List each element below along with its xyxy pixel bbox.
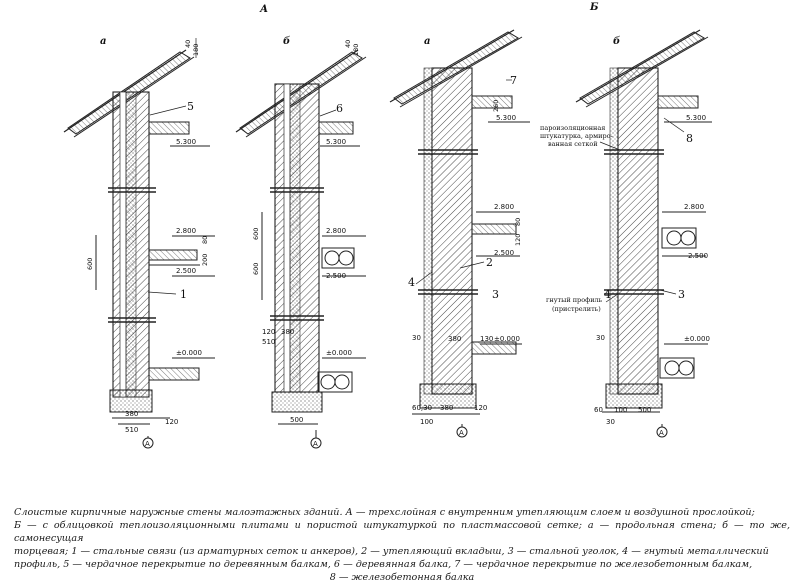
callout-7: 7	[510, 74, 517, 87]
level-5300-b: 5.300	[326, 138, 346, 146]
section-a-longitudinal	[63, 38, 215, 449]
level-5300-d: 5.300	[686, 114, 706, 122]
dim-30-c: 30	[412, 334, 421, 342]
dim-120-b: 120	[262, 328, 275, 336]
roof-dim-1a: 40	[184, 40, 192, 48]
dim-500-d: 500	[638, 406, 651, 414]
dim-80-c: 80	[514, 218, 522, 226]
dim-200-a: 200	[201, 254, 209, 266]
roof-dim-2a: 40	[344, 40, 352, 48]
dim-6030: 60,30	[412, 404, 432, 412]
dim-60-d: 60	[594, 406, 603, 414]
level-2500-b: 2.500	[326, 272, 346, 280]
roof-dim-1b: 180	[192, 44, 200, 56]
axis-a-1: А	[145, 440, 150, 448]
level-5300-c: 5.300	[496, 114, 516, 122]
sublabel-b-2: б	[613, 36, 620, 47]
dim-120-c: 120	[514, 234, 522, 246]
note-vapor-3: ванная сеткой	[548, 140, 598, 148]
callout-2: 2	[486, 256, 493, 269]
callout-6: 6	[336, 102, 343, 115]
dim-100-c: 100	[420, 418, 433, 426]
level-0000-a: ±0.000	[176, 349, 202, 357]
header-group-a: А	[259, 4, 268, 15]
dim-380-a: 380	[125, 410, 138, 418]
dim-510-b: 510	[262, 338, 275, 346]
dim-380-c2: 380	[440, 404, 453, 412]
header-group-b: Б	[589, 2, 599, 13]
dim-120-a: 120	[165, 418, 178, 426]
figure-caption: Слоистые кирпичные наружные стены малоэт…	[14, 506, 790, 584]
level-2800-c: 2.800	[494, 203, 514, 211]
dim-380-c: 380	[448, 335, 461, 343]
note-profile-2: (пристрелить)	[552, 305, 601, 313]
roof-dim-2b: 180	[352, 44, 360, 56]
axis-a-3: А	[459, 429, 464, 437]
dim-600-b: 600	[252, 263, 260, 275]
dim-900-b: 600	[252, 228, 260, 240]
level-2500-a: 2.500	[176, 267, 196, 275]
axis-a-4: А	[659, 429, 664, 437]
callout-3: 3	[492, 288, 499, 301]
dim-100-d: 100	[614, 406, 627, 414]
callout-4-right: 4	[604, 288, 611, 301]
dim-260: 260	[492, 100, 500, 112]
dim-80-a: 80	[201, 236, 209, 244]
level-2500-d: 2.500	[688, 252, 708, 260]
caption-line-5: 8 — железобетонная балка	[329, 572, 475, 583]
dim-600-a: 600	[86, 258, 94, 270]
note-profile-1: гнутый профиль	[546, 296, 603, 304]
sublabel-b-1: б	[283, 36, 290, 47]
level-2800-d: 2.800	[684, 203, 704, 211]
section-a-self-supporting	[235, 49, 367, 449]
dim-30-d2: 30	[606, 418, 615, 426]
dim-510-a: 510	[125, 426, 138, 434]
level-0000-b: ±0.000	[326, 349, 352, 357]
axis-a-2: А	[313, 440, 318, 448]
level-5300-a: 5.300	[176, 138, 196, 146]
level-0000-d: ±0.000	[684, 335, 710, 343]
level-2500-c: 2.500	[494, 249, 514, 257]
callout-8: 8	[686, 132, 693, 145]
callout-5: 5	[187, 100, 194, 113]
wall-sections-drawing: А Б а б а б	[63, 2, 712, 449]
dim-130-c: 130	[480, 335, 493, 343]
section-b-longitudinal	[389, 29, 530, 438]
dim-380-b: 380	[281, 328, 294, 336]
caption-line-4: профиль, 5 — чердачное перекрытие по дер…	[14, 559, 753, 570]
level-2800-a: 2.800	[176, 227, 196, 235]
level-2800-b: 2.800	[326, 227, 346, 235]
level-0000-c: ±0.000	[494, 335, 520, 343]
caption-line-2: Б — с облицовкой теплоизоляционными плит…	[14, 520, 790, 544]
callout-4-left: 4	[408, 276, 415, 289]
note-vapor-1: пароизоляционная	[540, 124, 605, 132]
caption-line-3: торцевая; 1 — стальные связи (из арматур…	[14, 546, 769, 557]
section-b-self-supporting	[575, 29, 712, 438]
note-vapor-2: штукатурка, армиро-	[540, 132, 613, 140]
dim-120-c2: 120	[474, 404, 487, 412]
dim-500-b: 500	[290, 416, 303, 424]
sublabel-a-2: а	[424, 36, 430, 47]
caption-line-1: Слоистые кирпичные наружные стены малоэт…	[14, 507, 755, 518]
sublabel-a-1: а	[100, 36, 106, 47]
callout-1: 1	[180, 288, 187, 301]
dim-30-d: 30	[596, 334, 605, 342]
callout-3-right: 3	[678, 288, 685, 301]
